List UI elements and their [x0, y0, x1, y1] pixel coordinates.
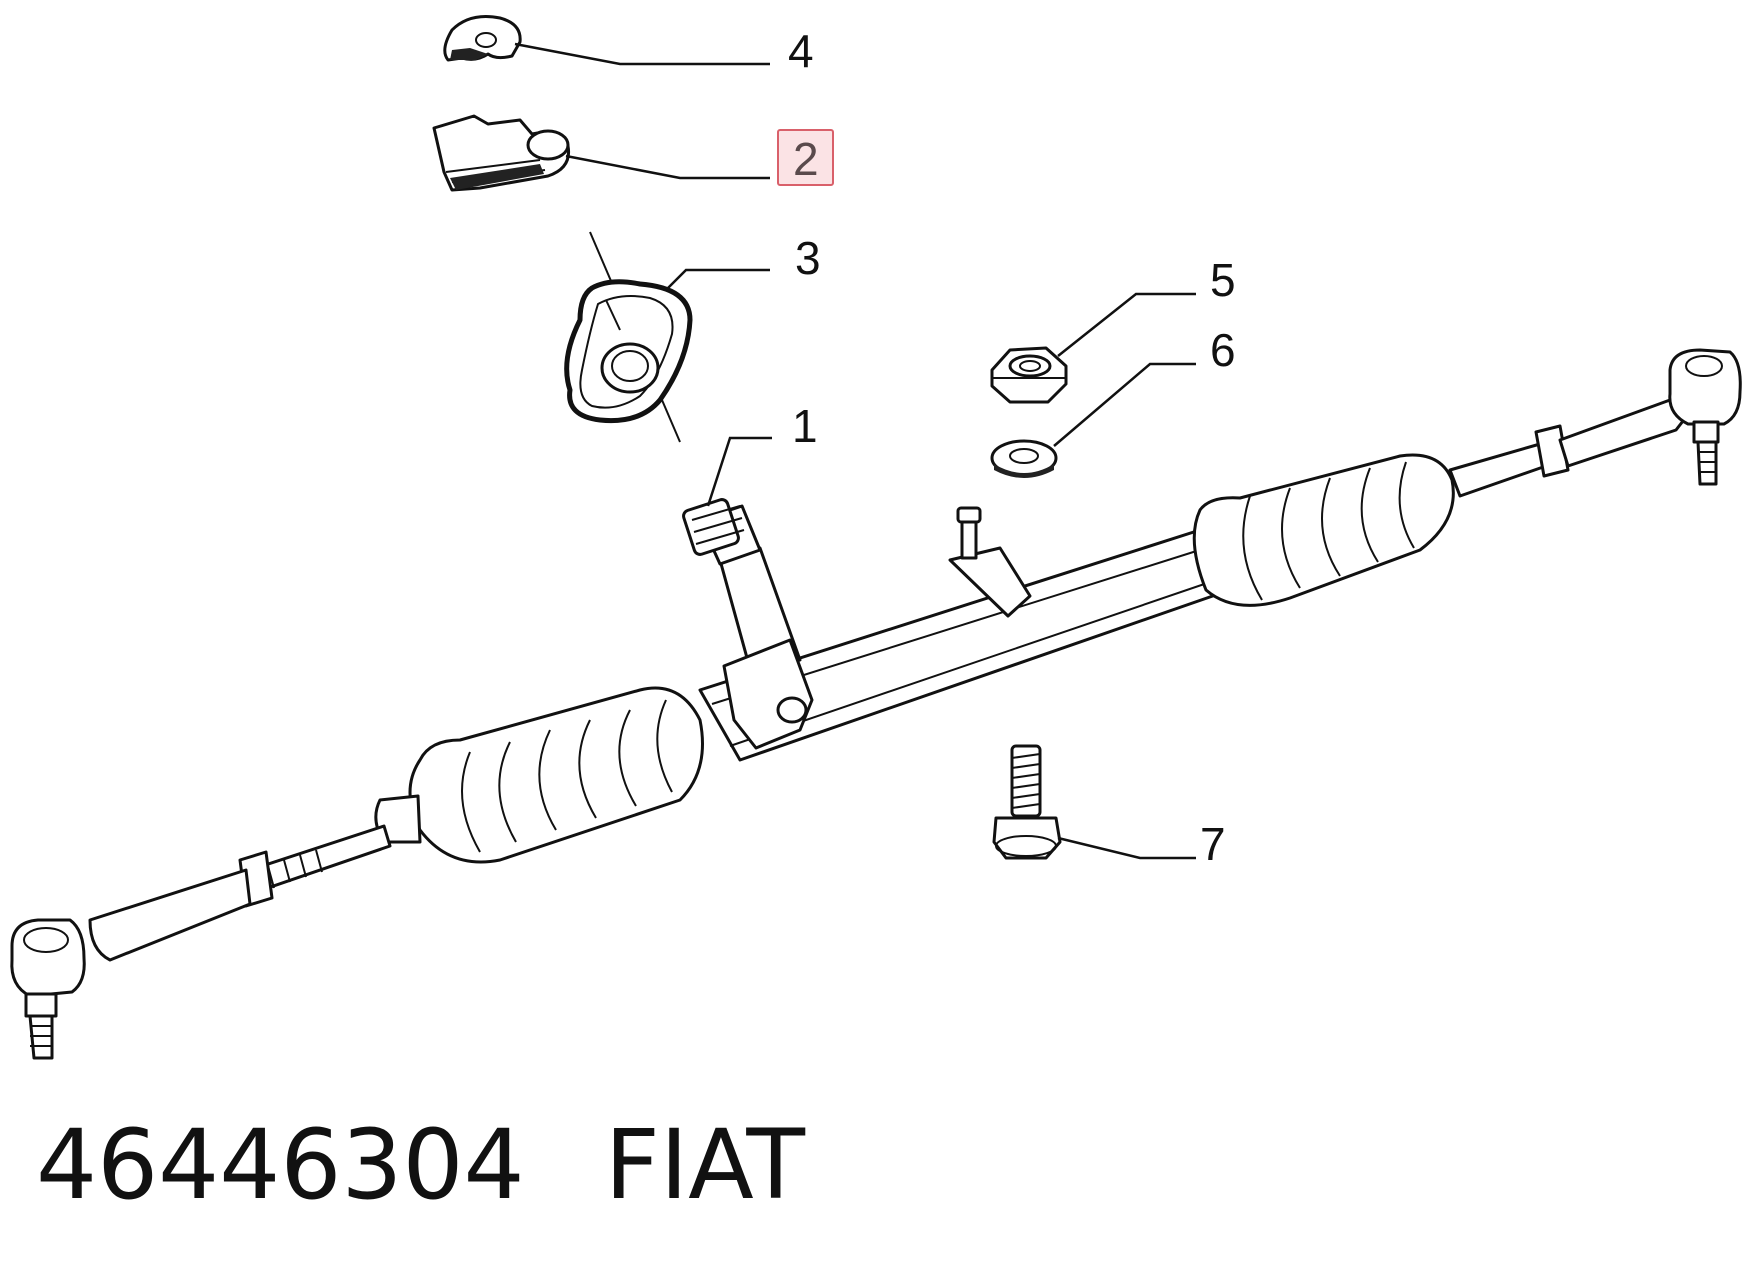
leader-line-3: [665, 268, 770, 291]
leader-line-2: [565, 154, 770, 180]
part-2-bracket[interactable]: [432, 114, 571, 192]
callout-label-4[interactable]: 4: [788, 25, 814, 77]
callout-label-5[interactable]: 5: [1210, 254, 1236, 306]
callout-label-2[interactable]: 2: [793, 133, 819, 185]
part-6-washer[interactable]: [990, 439, 1058, 478]
brand-name: FIAT: [604, 1109, 806, 1221]
part-number-footer: 46446304 FIAT: [36, 1110, 805, 1220]
callout-2-highlight-box: [777, 129, 834, 186]
callout-label-3[interactable]: 3: [795, 232, 821, 284]
leader-line-5: [1057, 292, 1196, 357]
part-number: 46446304: [36, 1109, 525, 1221]
callout-label-7[interactable]: 7: [1200, 818, 1226, 870]
leader-line-4: [514, 42, 770, 66]
callout-label-1[interactable]: 1: [792, 400, 818, 452]
part-5-nut[interactable]: [990, 346, 1068, 404]
part-4-clip[interactable]: [443, 15, 522, 62]
leader-line-1: [706, 436, 772, 507]
part-7-bolt[interactable]: [992, 744, 1062, 860]
callout-label-6[interactable]: 6: [1210, 324, 1236, 376]
leader-line-7: [1057, 836, 1196, 860]
part-1-steering-rack[interactable]: [10, 348, 1742, 1060]
leader-line-6: [1053, 362, 1196, 447]
part-3-bushing[interactable]: [564, 231, 693, 443]
